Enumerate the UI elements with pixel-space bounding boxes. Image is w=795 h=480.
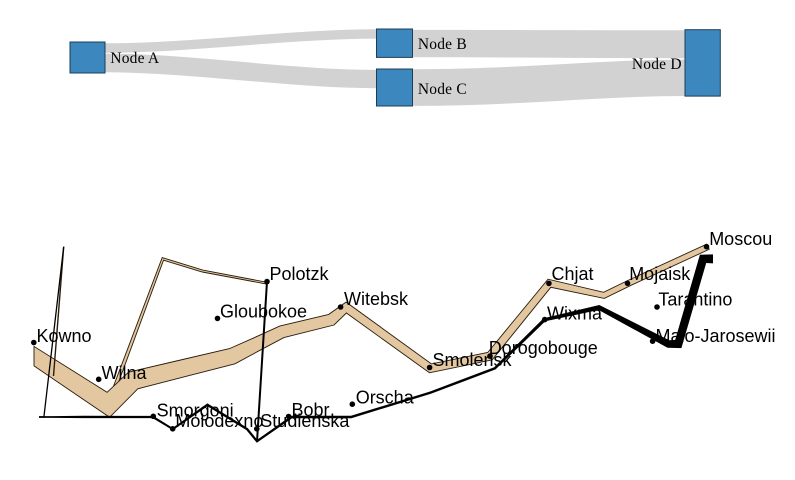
svg-text:Witebsk: Witebsk (344, 289, 409, 309)
svg-text:Orscha: Orscha (356, 387, 415, 407)
svg-text:Malo-Jarosewii: Malo-Jarosewii (656, 326, 776, 346)
svg-text:Smolensk: Smolensk (433, 350, 513, 370)
svg-text:Chjat: Chjat (552, 264, 594, 284)
svg-text:Dorogobouge: Dorogobouge (489, 338, 598, 358)
svg-text:Node B: Node B (418, 36, 467, 53)
svg-text:Node D: Node D (632, 56, 682, 73)
svg-text:Smorgoni: Smorgoni (157, 401, 234, 421)
svg-text:Kowno: Kowno (37, 326, 92, 346)
svg-text:Moscou: Moscou (709, 229, 772, 249)
svg-text:Bobr: Bobr (292, 400, 330, 420)
svg-text:Node A: Node A (110, 50, 160, 67)
svg-text:Tarantino: Tarantino (658, 289, 732, 309)
svg-text:Node C: Node C (418, 81, 467, 98)
svg-text:Wilna: Wilna (102, 363, 148, 383)
svg-text:Wixma: Wixma (547, 304, 603, 324)
svg-text:Studienska: Studienska (260, 411, 350, 431)
svg-text:Mojaisk: Mojaisk (629, 264, 691, 284)
svg-text:Molodexno: Molodexno (175, 411, 263, 431)
svg-text:Polotzk: Polotzk (270, 264, 330, 284)
svg-text:Gloubokoe: Gloubokoe (220, 301, 307, 321)
